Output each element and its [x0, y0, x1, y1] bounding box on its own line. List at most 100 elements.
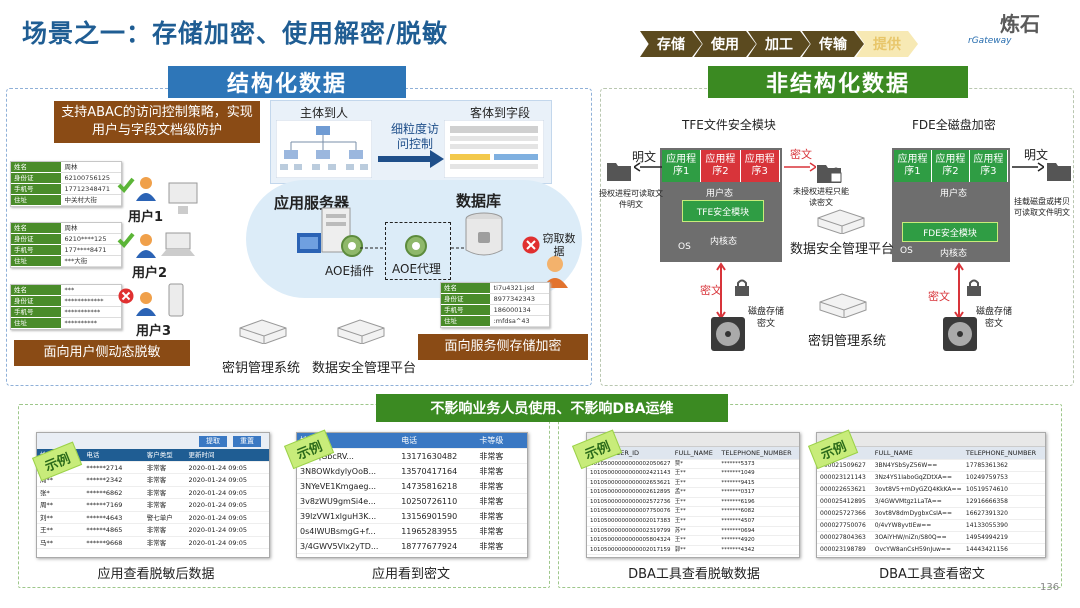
dashed-connector	[360, 247, 386, 249]
lock-icon	[967, 279, 981, 296]
cross-icon	[118, 288, 134, 304]
tfe-app-3: 应用程序3	[740, 150, 780, 182]
gear-icon	[405, 235, 427, 257]
tfe-user-mode: 用户态	[706, 189, 734, 199]
check-icon	[117, 177, 135, 193]
fde-os: OS	[900, 246, 913, 256]
authorized-process-note: 授权进程可读取文件明文	[599, 189, 663, 209]
reset-button[interactable]: 重置	[233, 436, 261, 447]
platform-appliance-icon	[817, 209, 865, 234]
key-mgmt-appliance-icon	[819, 293, 867, 318]
arrow-right-icon	[784, 162, 816, 172]
flow-step-store: 存储	[640, 31, 702, 57]
caption-dba-cipher: DBA工具查看密文	[879, 567, 985, 582]
cross-icon	[522, 236, 540, 254]
tfe-app-2: 应用程序2	[701, 150, 741, 182]
tfe-disk-cipher-label: 密文	[700, 284, 722, 297]
fde-app-row: 应用程序1 应用程序2 应用程序3	[894, 150, 1008, 182]
database-icon	[465, 212, 503, 256]
query-button[interactable]: 提取	[199, 436, 227, 447]
flow-step-provide: 提供	[856, 31, 918, 57]
fde-kernel-mode: 内核态	[940, 249, 968, 259]
dashed-connector	[451, 247, 467, 249]
fde-user-mode: 用户态	[940, 189, 968, 199]
unstructured-data-header: 非结构化数据	[708, 66, 968, 98]
user-avatar-icon	[136, 292, 156, 316]
laptop-icon	[161, 232, 195, 256]
dba-toolbar	[817, 433, 1045, 447]
object-to-field-label: 客体到字段	[470, 106, 531, 120]
service-side-encryption-box: 面向服务侧存储加密	[418, 334, 588, 360]
tfe-security-module: TFE安全模块	[682, 200, 764, 222]
fde-security-module: FDE安全模块	[902, 222, 998, 242]
gear-icon	[341, 235, 363, 257]
arrow-right-icon	[1012, 162, 1044, 172]
caption-masked-app: 应用查看脱敏后数据	[97, 567, 215, 582]
fde-disk-note: 磁盘存储密文	[975, 307, 1012, 329]
tfe-disk-note: 磁盘存储密文	[747, 307, 784, 329]
locked-folder-icon	[817, 165, 842, 183]
folder-icon	[607, 163, 631, 181]
fde-title: FDE全磁盘加密	[912, 118, 996, 132]
no-impact-banner: 不影响业务人员使用、不影响DBA运维	[376, 394, 728, 422]
caption-cipher-app: 应用看到密文	[371, 567, 450, 582]
fde-disk-cipher-label: 密文	[928, 290, 950, 303]
database-label: 数据库	[456, 192, 502, 210]
user1-label: 用户1	[128, 210, 164, 225]
page-number: 136	[1040, 582, 1060, 593]
right-key-mgmt-label: 密钥管理系统	[808, 334, 887, 349]
subject-to-person-label: 主体到人	[300, 106, 349, 120]
tfe-plaintext-label: 明文	[632, 150, 657, 164]
brand-logo: 炼石	[1000, 12, 1040, 36]
steal-data-label: 窃取数据	[542, 232, 576, 258]
hard-disk-icon	[711, 317, 745, 351]
phone-icon	[168, 283, 184, 317]
key-mgmt-label: 密钥管理系统	[222, 361, 301, 376]
user2-label: 用户2	[132, 266, 168, 281]
fine-grained-access-label: 细粒度访问控制	[390, 122, 439, 151]
fde-plaintext-label: 明文	[1024, 148, 1049, 162]
unauthorized-process-note: 未授权进程只能读密文	[793, 187, 849, 207]
tfe-ciphertext-label: 密文	[790, 148, 812, 161]
subject-hierarchy-diagram	[276, 120, 372, 178]
tfe-title: TFE文件安全模块	[682, 118, 776, 132]
aoe-proxy-box	[385, 222, 451, 280]
tfe-kernel-mode: 内核态	[710, 237, 738, 247]
user-avatar-icon	[136, 234, 156, 258]
user-side-masking-box: 面向用户侧动态脱敏	[14, 340, 190, 366]
server-window-icon	[297, 233, 321, 253]
tfe-os: OS	[678, 242, 691, 252]
